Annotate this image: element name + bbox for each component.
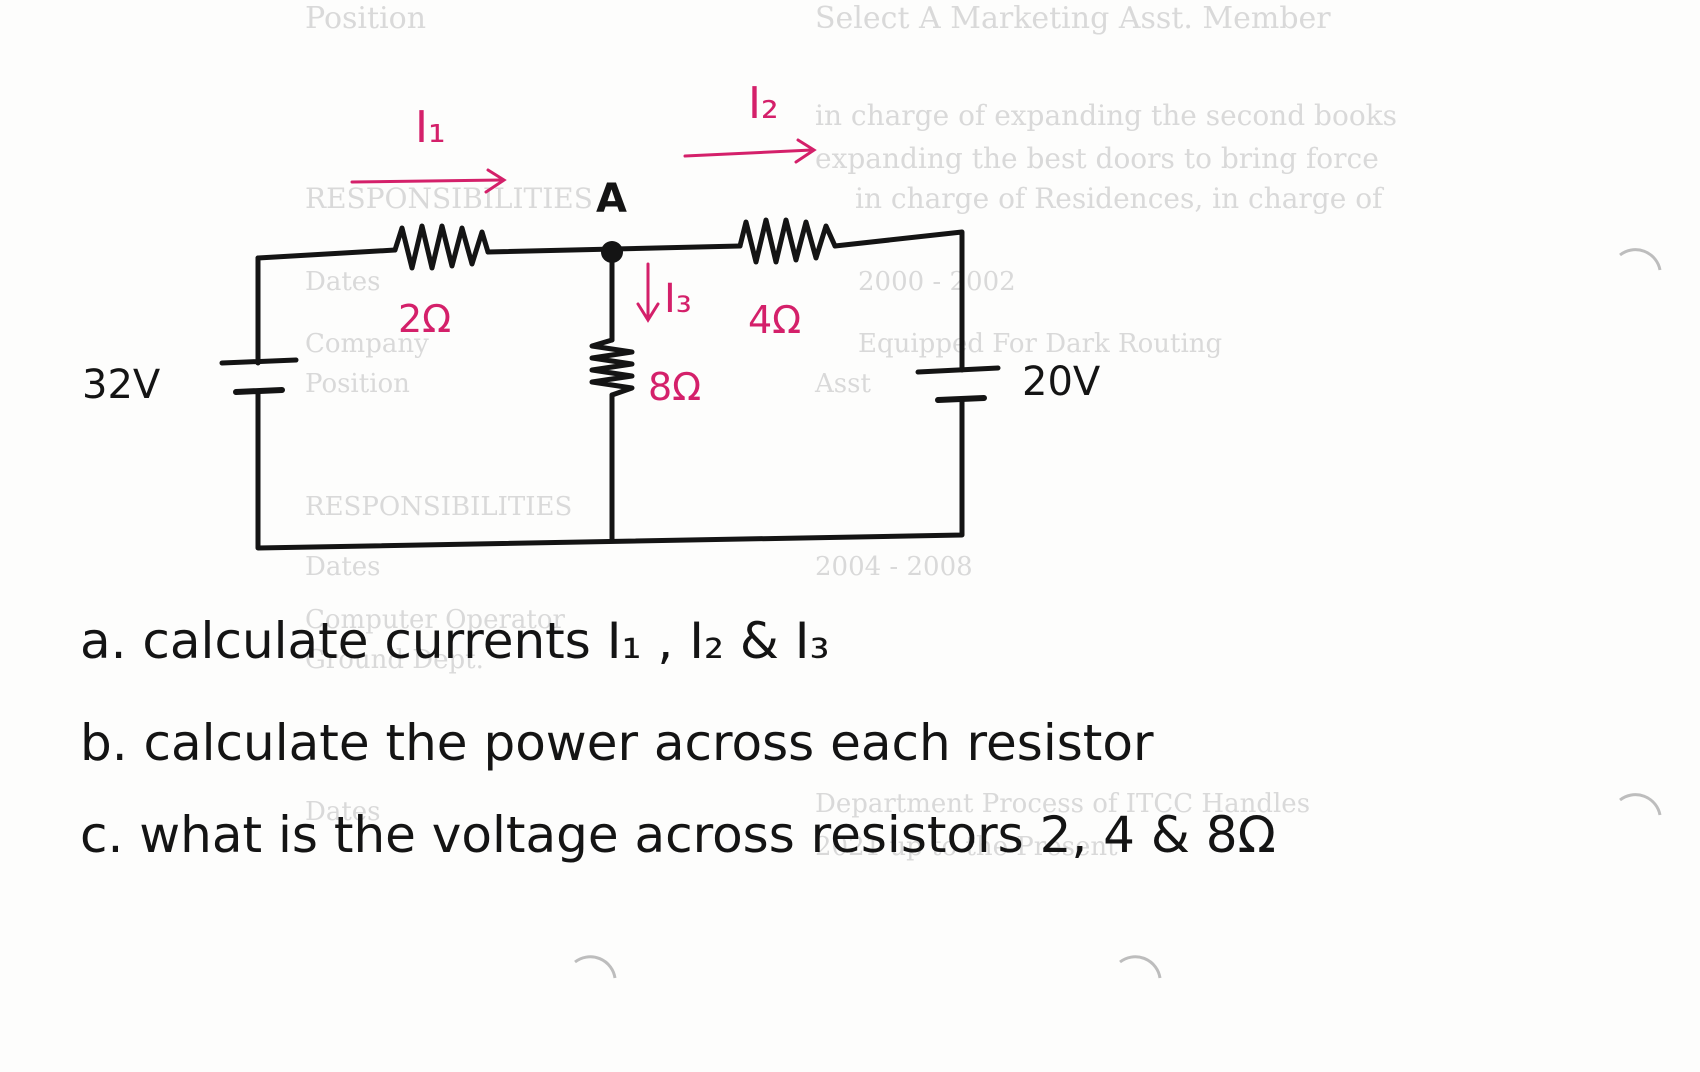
bleed-line: Computer Operator [305,605,565,635]
battery-32v [219,350,299,401]
bleed-line: expanding the best doors to bring force [815,142,1379,175]
bleed-line: RESPONSIBILITIES [305,182,593,215]
resistor-4-ohm-label: 4Ω [748,298,801,342]
bleed-line: RESPONSIBILITIES [305,492,572,522]
bleed-line: in charge of Residences, in charge of [855,182,1385,215]
current-i1-arrowhead [484,168,507,194]
current-i2-arrow [683,148,814,158]
current-i2-label: I₂ [748,78,779,129]
resistor-8-ohm-label: 8Ω [648,365,701,409]
bleed-line: 2021 up to the Present [815,832,1118,862]
bleed-line: 2004 - 2008 [815,552,973,582]
bleed-line: 2000 - 2002 [858,267,1016,297]
resistor-2-ohm-label: 2Ω [398,297,451,341]
binder-hole [1619,248,1662,271]
current-i2-arrowhead [794,138,817,164]
wire-top-right [832,229,965,363]
resistor-2-ohm [392,223,491,271]
binder-hole [574,955,617,979]
bleed-line: Dates [305,552,381,582]
battery-20v-long-plate [915,365,1001,375]
bleed-line: in charge of expanding the second books [815,99,1397,132]
bleed-line: Asst [814,369,871,399]
node-a-dot [601,241,623,263]
current-i1-label: I₁ [415,102,446,153]
current-i1-arrow [350,178,504,184]
binder-hole [1619,793,1662,816]
bleed-line: Equipped For Dark Routing [858,329,1222,359]
source-20v-label: 20V [1022,359,1101,405]
current-i3-label: I₃ [664,276,692,322]
question-b: b. calculate the power across each resis… [80,714,1154,772]
question-a: a. calculate currents I₁ , I₂ & I₃ [80,612,830,670]
bleed-line: Select A Marketing Asst. Member [815,1,1331,36]
node-a-label: A [596,176,627,222]
binder-hole [1119,955,1162,979]
resistor-8-ohm [589,337,635,398]
bleed-line: Department Process of ITCC Handles [815,789,1310,819]
current-i3-arrowhead [636,302,660,323]
source-32v-label: 32V [82,362,161,408]
bleed-line: Dates [305,267,381,297]
battery-20v [915,357,1001,408]
question-c: c. what is the voltage across resistors … [80,806,1276,864]
bleed-line: Position [305,369,410,399]
circuit-wires [255,229,965,551]
bleed-line: Dates [305,797,381,827]
resistor-4-ohm [737,217,838,265]
bleed-line: Company [305,329,429,359]
bleed-through-text: Position Select A Marketing Asst. Member… [305,1,1397,862]
bleed-line: Ground Dept. [305,645,484,675]
bleed-line: Position [305,1,426,36]
binder-holes [574,248,1662,979]
wire-top-left [255,247,398,261]
